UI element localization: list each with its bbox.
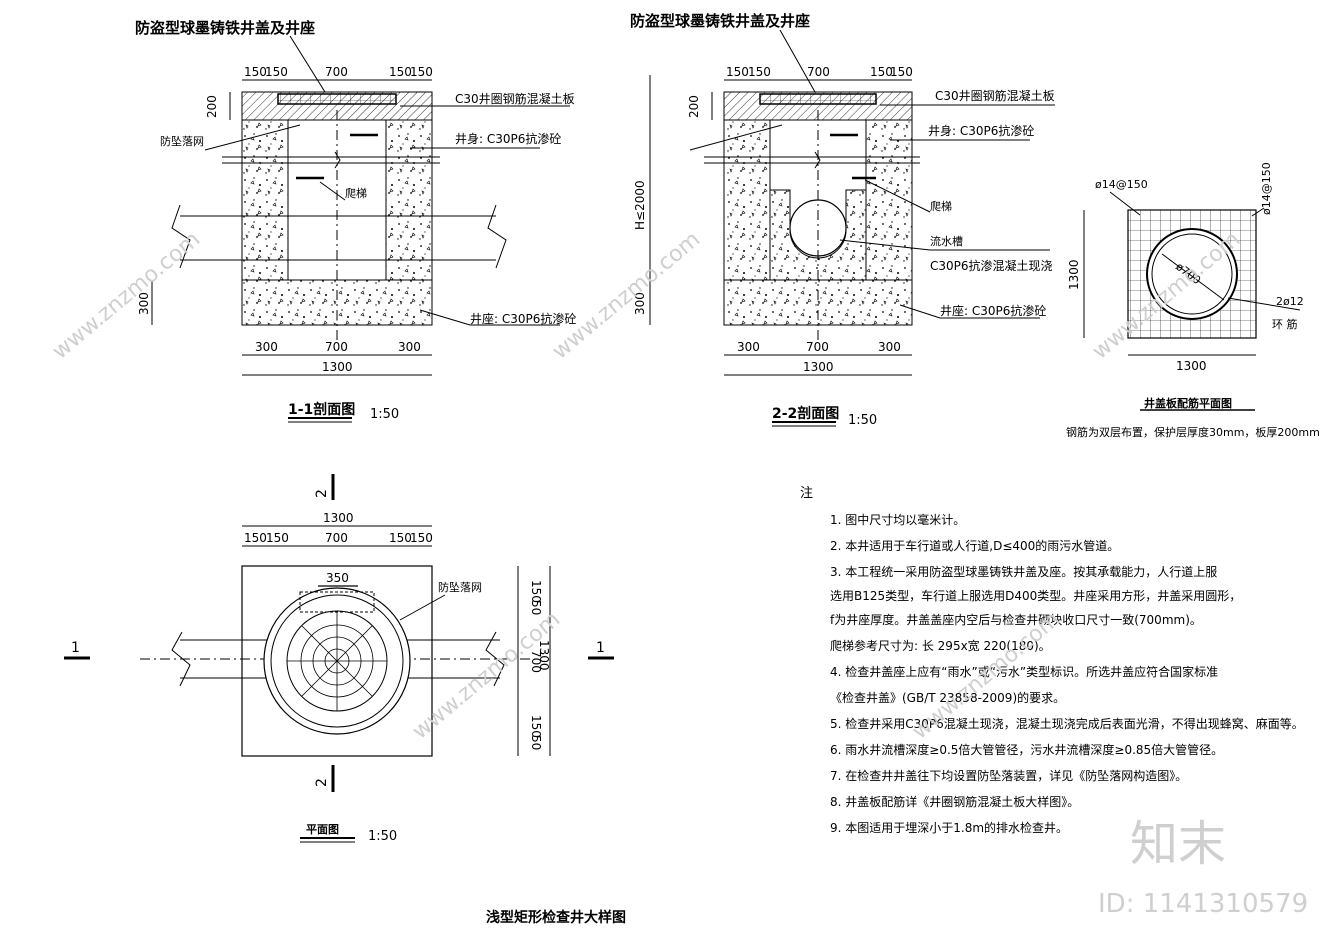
note-item: 选用B125类型，车行道上服选用D400类型。井座采用方形，井盖采用圆形， xyxy=(830,588,1241,603)
dim-700: 700 xyxy=(325,65,348,79)
ring-label: 环 筋 xyxy=(1272,317,1298,331)
notes: 注 1. 图中尺寸均以毫米计。 2. 本井适用于车行道或人行道,D≤400的雨污… xyxy=(800,486,1304,835)
base-label: 井座: C30P6抗渗砼 xyxy=(470,311,576,326)
drawing-title: 浅型矩形检查井大样图 xyxy=(486,909,626,926)
dim-150: 150 xyxy=(529,580,543,603)
dim-300: 300 xyxy=(398,340,421,354)
cut-mark-2-top: 2 xyxy=(314,489,330,498)
slab-label: C30井圈钢筋混凝土板 xyxy=(455,91,575,106)
dim-150: 150 xyxy=(389,65,412,79)
note-item: 3. 本工程统一采用防盗型球墨铸铁井盖及座。按其承载能力，人行道上服 xyxy=(830,564,1217,579)
dim-150: 150 xyxy=(266,531,289,545)
note-item: 6. 雨水井流槽深度≥0.5倍大管管径，污水井流槽深度≥0.85倍大管管径。 xyxy=(830,742,1223,757)
dim-150: 150 xyxy=(265,65,288,79)
dim-150: 150 xyxy=(748,65,771,79)
wall-label: 井身: C30P6抗渗砼 xyxy=(928,123,1034,138)
base-label: 井座: C30P6抗渗砼 xyxy=(940,303,1046,318)
dim-700: 700 xyxy=(529,650,543,673)
dim-50: 50 xyxy=(529,600,543,615)
dim-150: 150 xyxy=(890,65,913,79)
watermark-logo: 知末 xyxy=(1130,816,1226,872)
wall-label: 井身: C30P6抗渗砼 xyxy=(455,131,561,146)
note-item: f为井座厚度。井盖盖座内空后与检查井砌块收口尺寸一致(700mm)。 xyxy=(830,612,1202,627)
dim-height: H≤2000 xyxy=(633,180,647,230)
step-label: 爬梯 xyxy=(930,200,952,213)
rebar-note: 钢筋为双层布置，保护层厚度30mm，板厚200mm xyxy=(1066,425,1320,439)
step-label: 爬梯 xyxy=(345,187,367,200)
dim-700: 700 xyxy=(325,531,348,545)
slab-label: C30井圈钢筋混凝土板 xyxy=(935,88,1055,103)
plan-view: 2 2 1 1 1300 150 150 700 150 150 xyxy=(64,474,614,844)
dim-150: 150 xyxy=(244,531,267,545)
notes-heading: 注 xyxy=(800,486,813,501)
cut-mark-2-bottom: 2 xyxy=(314,778,330,787)
rebar-h-label: ø14@150 xyxy=(1095,178,1148,191)
scale: 1:50 xyxy=(368,829,397,844)
dim-150: 150 xyxy=(389,531,412,545)
dim-150: 150 xyxy=(529,715,543,738)
section-title: 2-2剖面图 xyxy=(772,405,839,422)
scale: 1:50 xyxy=(848,413,877,428)
dim-300: 300 xyxy=(633,292,647,315)
dim-150: 150 xyxy=(244,65,267,79)
scale: 1:50 xyxy=(370,407,399,422)
note-item: 2. 本井适用于车行道或人行道,D≤400的雨污水管道。 xyxy=(830,538,1119,553)
dim-1300: 1300 xyxy=(323,511,354,525)
note-item: 7. 在检查井井盖往下均设置防坠落装置，详见《防坠落网构造图》。 xyxy=(830,768,1187,783)
dim-200: 200 xyxy=(687,95,701,118)
dim-700: 700 xyxy=(325,340,348,354)
dim-1300: 1300 xyxy=(322,360,353,374)
dim-700: 700 xyxy=(807,65,830,79)
dim-200: 200 xyxy=(205,95,219,118)
dim-50: 50 xyxy=(529,735,543,750)
dim-350: 350 xyxy=(326,571,349,585)
note-item: 4. 检查井盖座上应有“雨水”或“污水”类型标识。所选井盖应符合国家标准 xyxy=(830,664,1218,679)
dim-1300: 1300 xyxy=(537,640,551,671)
cut-mark-1-left: 1 xyxy=(71,640,80,656)
dim-700: 700 xyxy=(806,340,829,354)
section-title: 1-1剖面图 xyxy=(288,401,355,418)
dim-1300: 1300 xyxy=(803,360,834,374)
dim-300: 300 xyxy=(737,340,760,354)
channel-label: 流水槽 xyxy=(930,234,963,248)
note-item: 9. 本图适用于埋深小于1.8m的排水检查井。 xyxy=(830,820,1068,835)
dim-300: 300 xyxy=(255,340,278,354)
note-item: 8. 井盖板配筋详《井圈钢筋混凝土板大样图》。 xyxy=(830,794,1079,809)
dim-1300: 1300 xyxy=(1067,259,1081,290)
channel-material: C30P6抗渗混凝土现浇 xyxy=(930,258,1053,273)
rebar-title: 井盖板配筋平面图 xyxy=(1144,396,1232,410)
section-1-1: 防盗型球墨铸铁井盖及井座 150 150 700 150 150 xyxy=(135,19,576,423)
cut-mark-1-right: 1 xyxy=(596,640,605,656)
watermark-site: www.znzmo.com xyxy=(48,227,205,365)
rebar-v-label: ø14@150 xyxy=(1260,162,1273,215)
rebar-plan: ø700 ø14@150 ø14@150 2ø12 环 筋 1300 1300 … xyxy=(1066,162,1320,439)
dim-300: 300 xyxy=(878,340,901,354)
plan-title: 平面图 xyxy=(306,823,339,836)
watermark-id: ID: 1141310579 xyxy=(1098,889,1308,919)
dim-150: 150 xyxy=(410,65,433,79)
dim-1300: 1300 xyxy=(1176,359,1207,373)
note-item: 爬梯参考尺寸为: 长 295x宽 220(180)。 xyxy=(830,638,1051,653)
dim-150: 150 xyxy=(410,531,433,545)
dim-300: 300 xyxy=(137,292,151,315)
note-item: 1. 图中尺寸均以毫米计。 xyxy=(830,512,965,527)
net-label: 防坠落网 xyxy=(438,580,482,594)
ring-rebar: 2ø12 xyxy=(1276,295,1304,308)
watermark-site: www.znzmo.com xyxy=(548,227,705,365)
section-2-2: 防盗型球墨铸铁井盖及井座 150 150 700 150 150 200 H≤2… xyxy=(630,12,1055,428)
cover-label: 防盗型球墨铸铁井盖及井座 xyxy=(135,19,315,37)
net-label: 防坠落网 xyxy=(160,134,204,148)
note-item: 5. 检查井采用C30P6混凝土现浇，混凝土现浇完成后表面光滑，不得出现蜂窝、麻… xyxy=(830,716,1304,731)
cover-label: 防盗型球墨铸铁井盖及井座 xyxy=(630,12,810,30)
note-item: 《检查井盖》(GB/T 23858-2009)的要求。 xyxy=(830,690,1065,705)
dim-150: 150 xyxy=(870,65,893,79)
dim-150: 150 xyxy=(726,65,749,79)
